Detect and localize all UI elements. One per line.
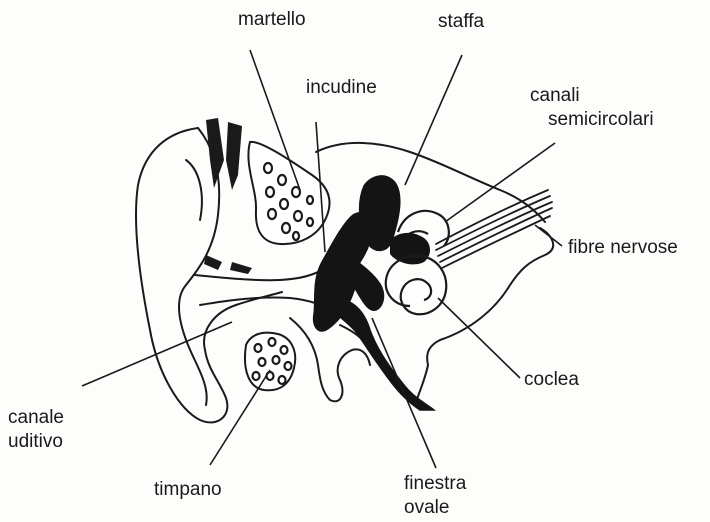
leader-lines — [82, 50, 562, 468]
skull-outline — [316, 143, 545, 222]
label-coclea-text: coclea — [524, 368, 579, 392]
label-incudine-text: incudine — [306, 76, 377, 100]
label-canali-line1: canali — [530, 84, 654, 108]
label-coclea: coclea — [524, 368, 579, 392]
label-canale-line1: canale — [8, 406, 64, 430]
label-staffa: staffa — [438, 10, 484, 34]
label-canali-line2: semicircolari — [548, 108, 654, 132]
vestibule-dark — [390, 233, 430, 265]
label-finestra-line1: finestra — [404, 472, 466, 496]
label-martello: martello — [238, 8, 306, 32]
label-timpano-text: timpano — [154, 478, 222, 502]
leader-finestra — [372, 318, 436, 468]
label-staffa-text: staffa — [438, 10, 484, 34]
cartilage-mark-2 — [226, 122, 242, 190]
cartilage-mark-1 — [206, 118, 224, 188]
label-canale-uditivo: canale uditivo — [8, 406, 64, 454]
label-finestra-ovale: finestra ovale — [404, 472, 466, 520]
ossicle-stem — [348, 256, 383, 310]
leader-coclea — [438, 298, 520, 378]
nerve-fibres — [436, 190, 552, 268]
label-martello-text: martello — [238, 8, 306, 32]
concha-mark-2 — [230, 262, 252, 274]
leader-canale — [82, 322, 232, 386]
leader-fibre — [535, 225, 562, 246]
cochlea-spiral — [386, 256, 446, 315]
concha-mark-1 — [204, 255, 222, 270]
label-incudine: incudine — [306, 76, 377, 100]
label-canale-line2: uditivo — [8, 430, 64, 454]
canal-upper-wall — [195, 268, 325, 280]
label-fibre-nervose: fibre nervose — [568, 236, 678, 260]
label-canali-semicircolari: canali semicircolari — [530, 84, 654, 132]
label-finestra-line2: ovale — [404, 496, 466, 520]
skull-right — [427, 228, 553, 365]
label-fibre-text: fibre nervose — [568, 236, 678, 260]
leader-staffa — [405, 55, 462, 185]
leader-canali — [445, 143, 555, 222]
pinna-fold — [186, 160, 202, 220]
label-timpano: timpano — [154, 478, 222, 502]
